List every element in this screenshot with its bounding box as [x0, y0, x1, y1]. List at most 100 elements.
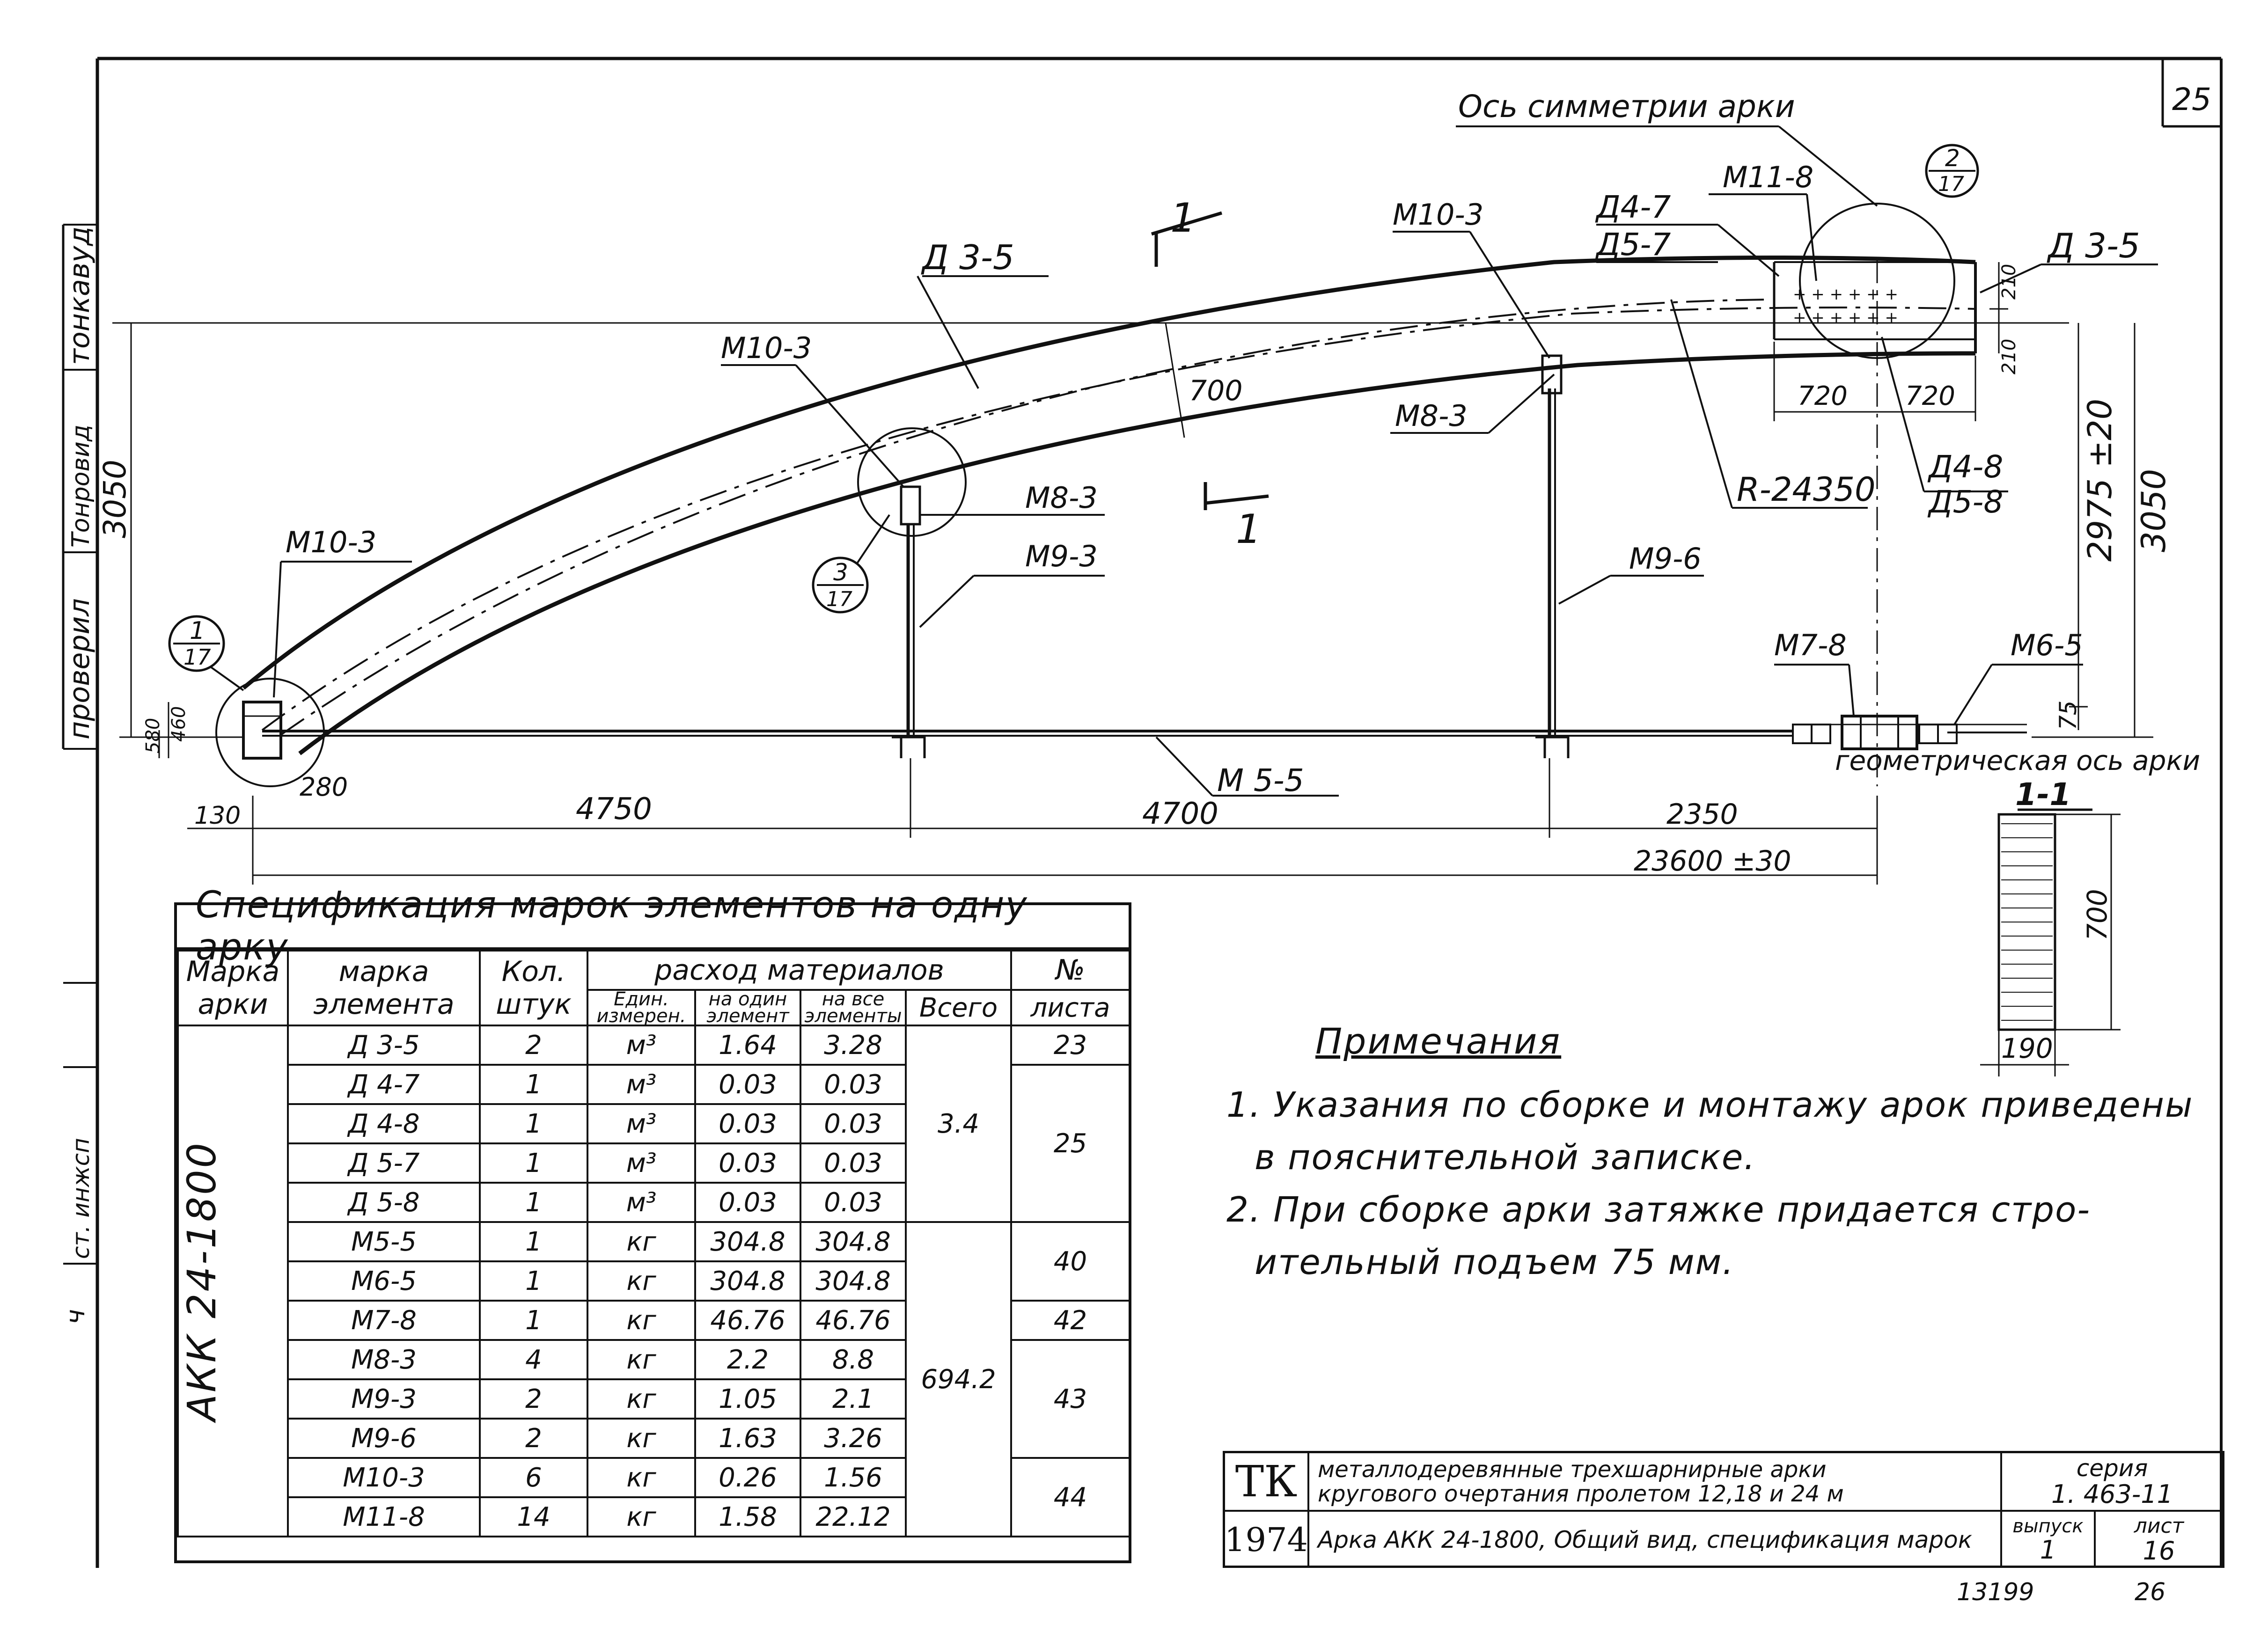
- label-m103-left: М10-3: [286, 525, 376, 559]
- tb-org: ТК: [1225, 1453, 1309, 1512]
- label-m83-right: М8-3: [1395, 399, 1468, 433]
- dim-4700: 4700: [1142, 797, 1218, 831]
- dimension-lines: [119, 262, 2153, 885]
- hdr-consumption: расход материалов: [586, 950, 1013, 991]
- callout-1-num: 1: [190, 617, 205, 645]
- cell-unit: м³: [587, 1103, 696, 1144]
- cell-unit: кг: [587, 1378, 696, 1420]
- section-1-1: [1980, 808, 2121, 1076]
- label-m65: М6-5: [2011, 628, 2083, 662]
- table-row: М5-5 1 кг 304.8 304.8 694.2 40: [178, 1221, 1131, 1537]
- table-row: М8-3 4 кг 2.2 8.8 43: [178, 1339, 1131, 1459]
- cell-one: 2.2: [694, 1339, 801, 1380]
- cell-qty: 1: [479, 1142, 588, 1184]
- notes-block: Примечания 1. Указания по сборке и монта…: [1226, 1020, 2233, 1290]
- dim-75: 75: [2055, 700, 2082, 730]
- label-m93: М9-3: [1025, 539, 1098, 573]
- table-row: Д 5-7 1 м³ 0.03 0.03: [178, 1142, 1130, 1184]
- cell-all: 0.03: [800, 1103, 907, 1144]
- arch-mark-cell: АКК 24-1800: [177, 1025, 289, 1537]
- dim-280: 280: [300, 772, 348, 802]
- cell-unit: м³: [587, 1025, 696, 1066]
- section-1-1-title: 1-1: [2015, 776, 2071, 812]
- hdr-per-all: на все элементы: [800, 989, 907, 1026]
- dim-720-a: 720: [1798, 381, 1848, 411]
- table-row: Д 4-8 1 м³ 0.03 0.03: [178, 1103, 1130, 1144]
- section-height: 700: [2081, 889, 2113, 941]
- dim-210-b: 210: [1998, 339, 2020, 374]
- arch-mark-value: АКК 24-1800: [179, 1141, 225, 1421]
- callout-1-den: 17: [183, 644, 211, 670]
- cell-one: 1.64: [694, 1025, 801, 1066]
- leader-lines: [273, 125, 2158, 797]
- cell-one: 1.63: [694, 1418, 801, 1459]
- section-mark-top: [1151, 211, 1223, 267]
- hdr-qty: Кол. штук: [479, 950, 588, 1026]
- cell-one: 0.03: [694, 1182, 801, 1223]
- dim-700: 700: [1189, 374, 1243, 407]
- hangers: [892, 354, 1570, 758]
- tb-series-label: серия: [2076, 1454, 2148, 1482]
- cell-all: 46.76: [800, 1300, 907, 1341]
- dim-720-b: 720: [1905, 381, 1955, 411]
- table-row: Д 5-8 1 м³ 0.03 0.03: [178, 1182, 1130, 1223]
- cell-sheet: 43: [1010, 1339, 1131, 1459]
- support-node-left: [215, 203, 1955, 787]
- cell-unit: м³: [587, 1064, 696, 1105]
- tb-sheet: лист 16: [2096, 1512, 2222, 1568]
- label-d57: Д5-7: [1595, 227, 1671, 263]
- cell-all: 304.8: [800, 1260, 907, 1302]
- cell-unit: кг: [587, 1300, 696, 1341]
- dim-460: 460: [168, 706, 190, 742]
- cell-sheet: 42: [1010, 1300, 1131, 1341]
- callout-3-num: 3: [833, 559, 848, 586]
- tb-series-value: 1. 463-11: [2051, 1479, 2173, 1509]
- callout-2-num: 2: [1945, 145, 1960, 172]
- footer-page: 26: [2135, 1578, 2166, 1606]
- table-row: М9-3 2 кг 1.05 2.1: [178, 1378, 1130, 1420]
- cell-qty: 1: [479, 1064, 588, 1105]
- cell-unit: кг: [587, 1418, 696, 1459]
- cell-all: 22.12: [800, 1496, 907, 1537]
- cell-all: 0.03: [800, 1142, 907, 1184]
- total-wood: 3.4: [904, 1025, 1013, 1223]
- hdr-arch-mark: Марка арки: [177, 950, 289, 1026]
- label-axis-symmetry: Ось симметрии арки: [1458, 88, 1795, 124]
- cell-one: 0.03: [694, 1142, 801, 1184]
- tb-issue-label: выпуск: [2012, 1515, 2084, 1537]
- cell-unit: кг: [587, 1457, 696, 1498]
- cell-unit: кг: [587, 1260, 696, 1302]
- notes-title: Примечания: [1315, 1020, 1562, 1062]
- cell-one: 46.76: [694, 1300, 801, 1341]
- hdr-sheet-no: листа: [1010, 989, 1131, 1026]
- cell-one: 304.8: [694, 1221, 801, 1262]
- dim-210-a: 210: [1998, 264, 2020, 300]
- cell-all: 0.03: [800, 1064, 907, 1105]
- dim-4750: 4750: [576, 792, 652, 827]
- label-radius: R-24350: [1737, 470, 1876, 509]
- label-m118: М11-8: [1723, 160, 1813, 194]
- note-line: в пояснительной записке.: [1255, 1137, 1756, 1178]
- label-d35-right: Д 3-5: [2047, 226, 2140, 265]
- dim-580: 580: [142, 718, 164, 754]
- note-line: 1. Указания по сборке и монтажу арок при…: [1226, 1085, 2194, 1125]
- hdr-per-one: на один элемент: [694, 989, 801, 1026]
- label-m103-right: М10-3: [1393, 198, 1483, 232]
- cell-qty: 6: [479, 1457, 588, 1498]
- label-d48: Д4-8: [1927, 449, 2003, 485]
- spec-grid: Марка арки марка элемента Кол. штук расх…: [177, 950, 1131, 1537]
- label-m78: М7-8: [1774, 628, 1847, 662]
- callout-2-17: [1925, 144, 1979, 198]
- label-m55: М 5-5: [1217, 762, 1304, 798]
- tb-issue: выпуск 1: [2002, 1512, 2096, 1568]
- corner-sheet-number: 25: [2172, 81, 2211, 117]
- cell-qty: 2: [479, 1025, 588, 1066]
- spec-title: Спецификация марок элементов на одну арк…: [177, 884, 1129, 968]
- callout-3-17: [812, 514, 890, 614]
- cell-qty: 2: [479, 1378, 588, 1420]
- tb-sheet-label: лист: [2134, 1514, 2184, 1538]
- cell-mark: М9-6: [287, 1418, 481, 1459]
- cell-unit: м³: [587, 1142, 696, 1184]
- cell-sheet: 25: [1010, 1064, 1131, 1223]
